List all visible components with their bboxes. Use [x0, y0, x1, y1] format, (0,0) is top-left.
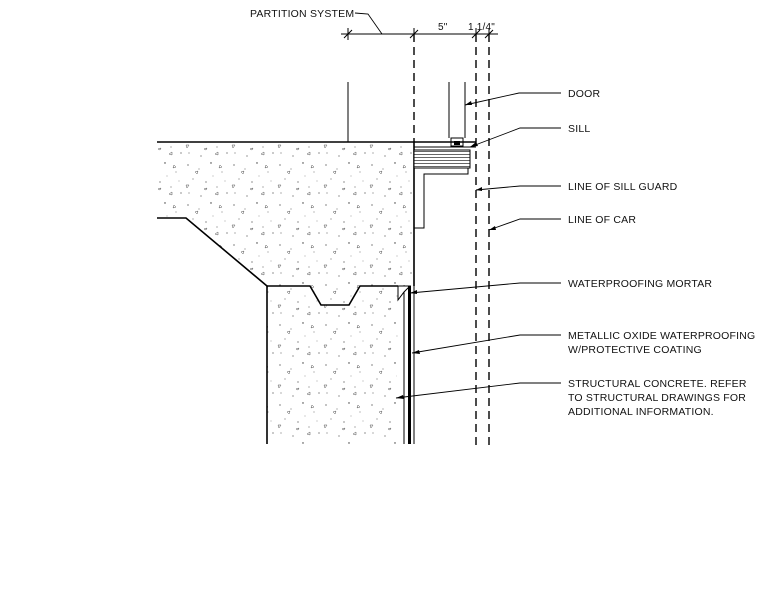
- sill-arrow: [470, 142, 478, 147]
- dim-tick-2: [409, 29, 419, 39]
- sill-label: SILL: [568, 123, 590, 135]
- sill-guard-leader: [475, 185, 561, 191]
- structural-concrete-arrow: [396, 395, 404, 399]
- metallic-oxide-label-line1: METALLIC OXIDE WATERPROOFING: [568, 330, 755, 342]
- sill-leader: [469, 127, 561, 148]
- door-label: DOOR: [568, 88, 601, 100]
- metallic-oxide-label-line2: W/PROTECTIVE COATING: [568, 344, 702, 356]
- waterproofing-mortar-label: WATERPROOFING MORTAR: [568, 278, 712, 290]
- dim-tick-4: [484, 29, 494, 39]
- partition-system-leader: [354, 12, 383, 35]
- metallic-oxide-leader: [411, 334, 561, 354]
- dim-tick-1: [343, 29, 353, 39]
- structural-concrete-label-line1: STRUCTURAL CONCRETE. REFER: [568, 378, 747, 390]
- keyway-notch: [267, 285, 398, 306]
- line-of-sill-guard-label: LINE OF SILL GUARD: [568, 181, 678, 193]
- dim-tick-3: [471, 29, 481, 39]
- structural-concrete: [157, 142, 414, 444]
- door-leader: [464, 92, 561, 106]
- structural-concrete-label-line2: TO STRUCTURAL DRAWINGS FOR: [568, 392, 746, 404]
- metallic-oxide-arrow: [412, 350, 420, 354]
- waterproofing-mortar-leader: [409, 282, 561, 294]
- metallic-oxide-waterproofing: [408, 286, 411, 444]
- line-of-car-leader: [488, 218, 561, 231]
- sill-guard-arrow: [476, 187, 482, 191]
- sill: [413, 149, 471, 169]
- dimension-5-label: 5": [438, 22, 448, 33]
- door-guide: [454, 141, 460, 145]
- structural-concrete-label-line3: ADDITIONAL INFORMATION.: [568, 406, 714, 418]
- line-of-car-label: LINE OF CAR: [568, 214, 636, 226]
- door-shoe: [450, 137, 464, 147]
- dimension-1-1-4-label: 1 1/4": [468, 22, 495, 33]
- sill-support-angle: [413, 168, 469, 229]
- line-of-car-arrow: [489, 226, 496, 230]
- structural-concrete-leader: [395, 382, 561, 399]
- waterproofing-mortar-arrow: [410, 290, 417, 294]
- partition-system-label: PARTITION SYSTEM: [250, 8, 354, 20]
- door-arrow: [465, 101, 472, 105]
